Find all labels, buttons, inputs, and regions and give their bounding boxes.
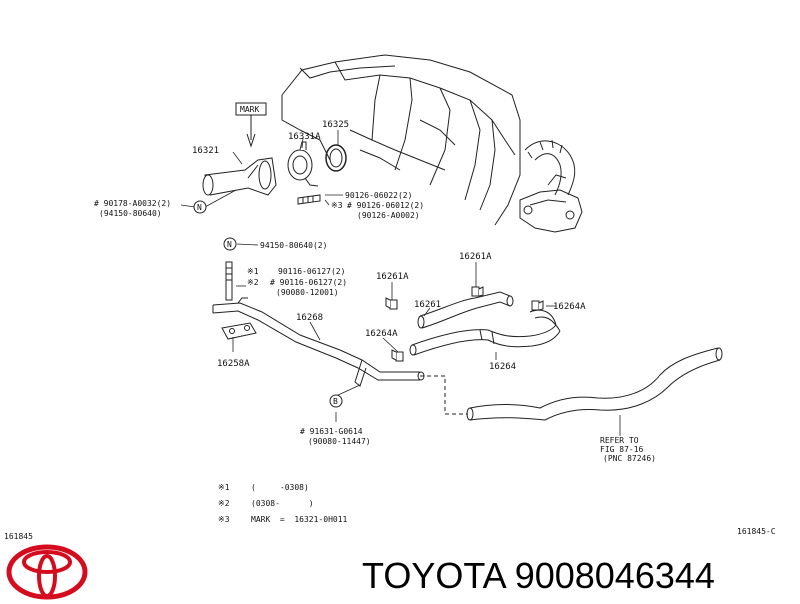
legend-text-1: ( -0308) <box>251 483 309 492</box>
fastener-91631: # 91631-G0614 <box>300 427 363 436</box>
legend-text-3: MARK = 16321-0H011 <box>251 515 348 524</box>
marker-3-upper: ※3 <box>331 201 343 210</box>
label-16264A-right: 16264A <box>553 302 586 312</box>
fastener-90126-06012: # 90126-06012(2) <box>347 201 424 210</box>
bypass-pipe-16268 <box>212 297 425 387</box>
gasket-16325 <box>325 144 347 172</box>
fastener-94150-b: 94150-80640(2) <box>260 241 327 250</box>
gasket-16258A <box>221 322 257 340</box>
toyota-logo <box>6 544 88 600</box>
refer-line-1: REFER TO <box>600 436 639 445</box>
lower-radiator-hose <box>466 347 723 421</box>
legend-text-2: (0308- ) <box>251 499 314 508</box>
mark-callout: MARK <box>235 102 267 148</box>
ref-n-upper: N <box>197 203 202 212</box>
engine-block-outline <box>281 54 521 226</box>
fastener-90126-A0002: (90126-A0002) <box>357 211 420 220</box>
mark-label: MARK <box>240 105 259 114</box>
label-16261A-left: 16261A <box>376 272 409 282</box>
label-16261: 16261 <box>414 300 441 310</box>
ref-n-lower: N <box>227 240 232 249</box>
clamp-16261A-right <box>471 286 484 297</box>
label-16325: 16325 <box>322 120 349 130</box>
clamp-16264A-left <box>391 349 404 362</box>
stud-bolt-upper <box>297 194 321 205</box>
label-16258A: 16258A <box>217 359 250 369</box>
thermostat-16331A <box>287 141 319 187</box>
marker-1: ※1 <box>247 267 259 276</box>
fastener-90116-06127-b: # 90116-06127(2) <box>270 278 347 287</box>
label-16321: 16321 <box>192 146 219 156</box>
brand-part-number: TOYOTA 9008046344 <box>362 555 715 596</box>
legend-key-3: ※3 <box>218 515 230 524</box>
fastener-90178: # 90178-A0032(2) <box>94 199 171 208</box>
clamp-16261A-left <box>385 297 398 310</box>
label-16264A-left: 16264A <box>365 329 398 339</box>
ref-b: B <box>333 397 338 406</box>
fastener-94150-a: (94150-80640) <box>99 209 162 218</box>
leader-lines <box>180 130 621 436</box>
clamp-16264A-right <box>531 300 544 311</box>
refer-line-3: (PNC 87246) <box>603 454 656 463</box>
fastener-90116-06127: 90116-06127(2) <box>278 267 345 276</box>
fastener-90126-06022: 90126-06022(2) <box>345 191 412 200</box>
legend-key-2: ※2 <box>218 499 230 508</box>
fastener-90080-12001: (90080-12001) <box>276 288 339 297</box>
legend: ※1 ( -0308) ※2 (0308- ) ※3 MARK = 16321-… <box>218 483 348 524</box>
stud-bolt-lower <box>225 261 233 301</box>
label-16261A-right: 16261A <box>459 252 492 262</box>
refer-line-2: FIG 87-16 <box>600 445 644 454</box>
marker-2: ※2 <box>247 278 259 287</box>
label-16268: 16268 <box>296 313 323 323</box>
hose-16264 <box>409 309 561 356</box>
hose-16261 <box>417 291 514 329</box>
ref-circles <box>193 200 343 408</box>
label-16264: 16264 <box>489 362 516 372</box>
legend-key-1: ※1 <box>218 483 230 492</box>
water-outlet-16321 <box>202 157 277 196</box>
fastener-90080-11447: (90080-11447) <box>308 437 371 446</box>
figure-id-left: 161845 <box>4 532 33 541</box>
intake-hose-upper <box>519 139 583 233</box>
connection-dashed <box>420 375 468 415</box>
figure-id-right: 161845-C <box>737 527 776 536</box>
label-16331A: 16331A <box>288 132 321 142</box>
